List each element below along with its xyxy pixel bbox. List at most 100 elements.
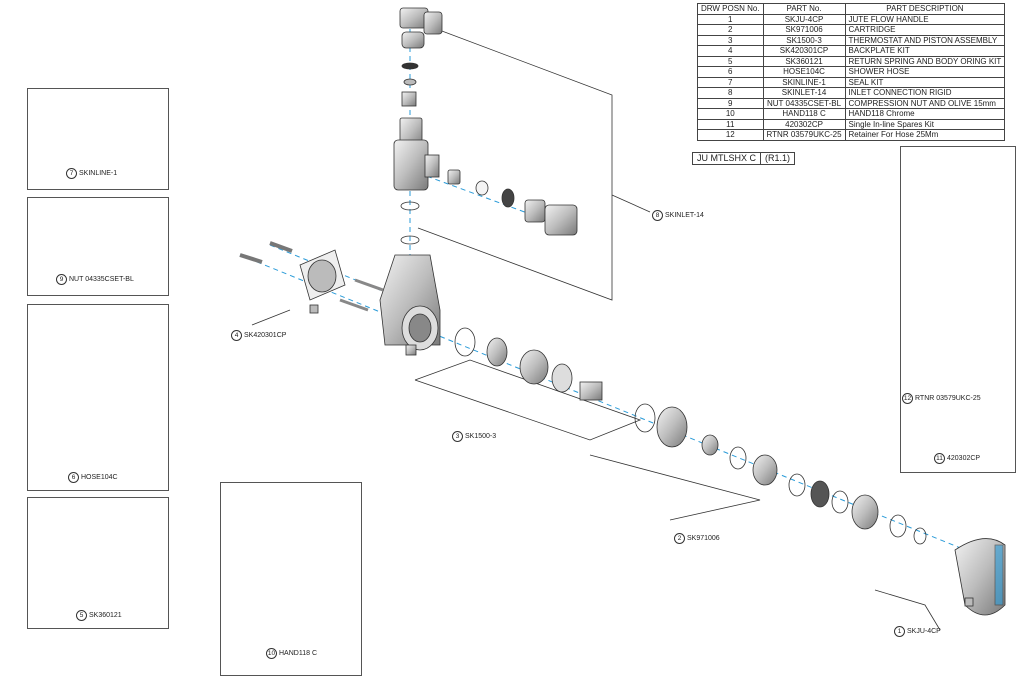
- seal-kit-panel: [27, 88, 169, 190]
- callout-7: 7 SKINLINE-1: [66, 168, 117, 179]
- cell-posn: 2: [697, 24, 764, 36]
- callout-2: 2 SK971006: [674, 533, 720, 544]
- callout-4: 4 SK420301CP: [231, 330, 286, 341]
- nut-panel: [27, 197, 169, 296]
- revision-number: (R1.1): [761, 152, 796, 165]
- callout-number: 10: [266, 648, 277, 659]
- callout-1: 1 SKJU-4CP: [894, 626, 941, 637]
- callout-8: 8 SKINLET-14: [652, 210, 704, 221]
- callout-label: SKINLET-14: [665, 212, 704, 219]
- cell-description: INLET CONNECTION RIGID: [844, 87, 1006, 99]
- handset-panel: [220, 482, 362, 676]
- callout-number: 2: [674, 533, 685, 544]
- callout-label: 420302CP: [947, 455, 981, 462]
- flow-handle-part: [954, 538, 1006, 616]
- cell-posn: 8: [697, 87, 764, 99]
- cell-posn: 7: [697, 76, 764, 88]
- cell-posn: 4: [697, 45, 764, 57]
- spring-panel: [27, 497, 169, 629]
- cell-description: SEAL KIT: [844, 76, 1006, 88]
- cell-part-no: RTNR 03579UKC-25: [762, 129, 846, 141]
- cell-description: JUTE FLOW HANDLE: [844, 13, 1006, 25]
- revision-box: JU MTLSHX C (R1.1): [692, 152, 796, 165]
- callout-label: SKJU-4CP: [907, 628, 941, 635]
- callout-number: 6: [68, 472, 79, 483]
- callout-5: 5 SK360121: [76, 610, 122, 621]
- side-inlet-part: [447, 169, 578, 236]
- callout-10: 10 HAND118 C: [266, 648, 317, 659]
- callout-number: 1: [894, 626, 905, 637]
- callout-11: 11 420302CP: [934, 453, 980, 464]
- callout-label: SK420301CP: [244, 332, 287, 339]
- cell-part-no: HOSE104C: [762, 66, 846, 78]
- cell-part-no: SKINLINE-1: [762, 76, 846, 88]
- callout-label: SK1500-3: [465, 433, 497, 440]
- callout-number: 4: [231, 330, 242, 341]
- callout-12: 12 RTNR 03579UKC-25: [902, 393, 981, 404]
- header-description: PART DESCRIPTION: [844, 3, 1006, 15]
- callout-label: SK360121: [89, 612, 122, 619]
- valve-body-part: [379, 254, 441, 356]
- callout-6: 6 HOSE104C: [68, 472, 118, 483]
- cell-description: CARTRIDGE: [844, 24, 1006, 36]
- cell-posn: 6: [697, 66, 764, 78]
- cell-description: RETURN SPRING AND BODY ORING KIT: [844, 55, 1006, 67]
- cell-posn: 3: [697, 34, 764, 46]
- cell-posn: 11: [697, 118, 764, 130]
- inlet-connection-part: [393, 7, 443, 245]
- cell-posn: 9: [697, 97, 764, 109]
- cell-posn: 10: [697, 108, 764, 120]
- cell-description: COMPRESSION NUT AND OLIVE 15mm: [844, 97, 1006, 109]
- callout-label: HOSE104C: [81, 474, 118, 481]
- hose-panel: [27, 304, 169, 491]
- cell-part-no: NUT 04335CSET-BL: [762, 97, 846, 109]
- callout-number: 11: [934, 453, 945, 464]
- cell-part-no: 420302CP: [762, 118, 846, 130]
- cell-part-no: SK971006: [762, 24, 846, 36]
- callout-number: 12: [902, 393, 913, 404]
- callout-label: HAND118 C: [279, 650, 317, 657]
- callout-number: 5: [76, 610, 87, 621]
- cell-description: Retainer For Hose 25Mm: [844, 129, 1006, 141]
- callout-label: SK971006: [687, 535, 720, 542]
- callout-number: 7: [66, 168, 77, 179]
- cell-part-no: SKJU-4CP: [762, 13, 846, 25]
- callout-number: 3: [452, 431, 463, 442]
- drawing-code: JU MTLSHX C: [692, 152, 762, 165]
- cell-part-no: SK1500-3: [762, 34, 846, 46]
- cell-part-no: SKINLET-14: [762, 87, 846, 99]
- cell-part-no: SK360121: [762, 55, 846, 67]
- backplate-kit-part: [239, 241, 384, 314]
- callout-label: RTNR 03579UKC-25: [915, 395, 981, 402]
- header-posn: DRW POSN No.: [697, 3, 764, 15]
- table-header-row: DRW POSN No. PART No. PART DESCRIPTION: [697, 3, 1006, 15]
- leader-lines: [251, 21, 941, 631]
- cell-description: THERMOSTAT AND PISTON ASSEMBLY: [844, 34, 1006, 46]
- callout-label: SKINLINE-1: [79, 170, 118, 177]
- callout-9: 9 NUT 04335CSET-BL: [56, 274, 134, 285]
- cell-posn: 5: [697, 55, 764, 67]
- cartridge-parts: [454, 327, 927, 545]
- cell-part-no: SK420301CP: [762, 45, 846, 57]
- cell-posn: 1: [697, 13, 764, 25]
- callout-label: NUT 04335CSET-BL: [69, 276, 134, 283]
- parts-table: DRW POSN No. PART No. PART DESCRIPTION 1…: [697, 3, 1006, 141]
- callout-3: 3 SK1500-3: [452, 431, 496, 442]
- callout-number: 9: [56, 274, 67, 285]
- cell-description: Single In-line Spares Kit: [844, 118, 1006, 130]
- cell-part-no: HAND118 C: [762, 108, 846, 120]
- cell-description: BACKPLATE KIT: [844, 45, 1006, 57]
- callout-number: 8: [652, 210, 663, 221]
